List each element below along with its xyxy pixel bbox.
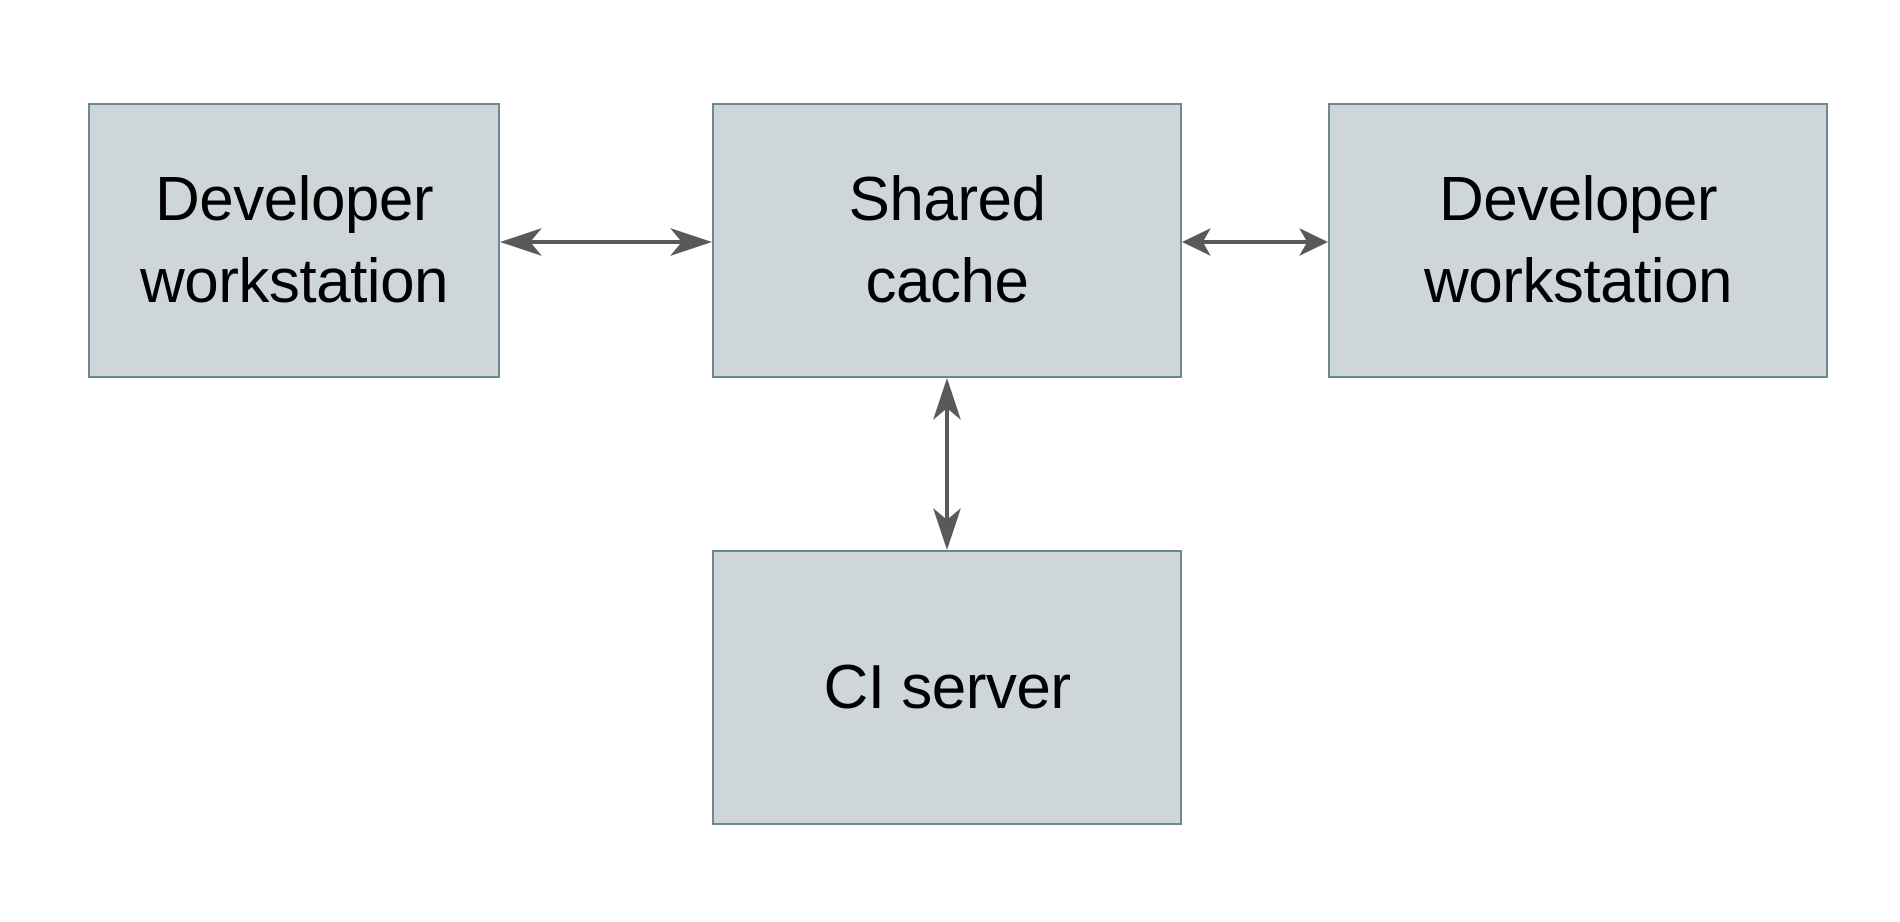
node-ci-server[interactable]: CI server [712,550,1182,825]
node-label: CI server [823,652,1071,722]
connector-shared-cache-to-right-workstation[interactable] [1182,228,1328,256]
connector-ci-server-to-shared-cache[interactable] [933,378,961,550]
double-arrow-horizontal-icon [500,228,712,256]
node-developer-workstation-left[interactable]: Developer workstation [88,103,500,378]
node-label: Shared cache [848,164,1046,316]
node-developer-workstation-right[interactable]: Developer workstation [1328,103,1828,378]
node-shared-cache[interactable]: Shared cache [712,103,1182,378]
connector-left-workstation-to-shared-cache[interactable] [500,228,712,256]
node-label: Developer workstation [139,164,449,316]
double-arrow-vertical-icon [933,378,961,550]
node-label: Developer workstation [1423,164,1733,316]
double-arrow-horizontal-icon [1182,228,1328,256]
